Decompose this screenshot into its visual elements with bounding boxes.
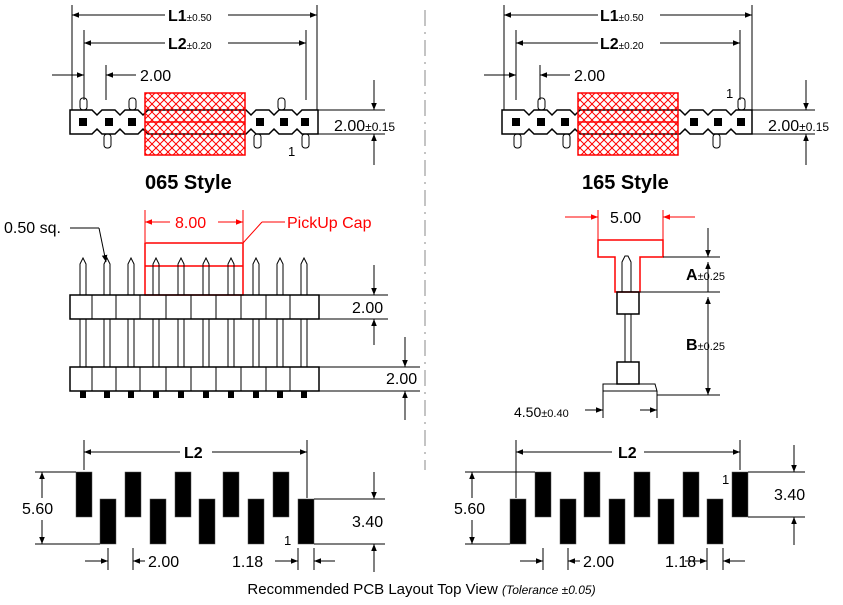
bottom-left-l2-label: L2 bbox=[184, 445, 203, 462]
middle-left-dim-lower: 2.00 bbox=[386, 371, 417, 388]
cap-width-label: 8.00 bbox=[175, 215, 206, 232]
bottom-left-pad-width: 1.18 bbox=[232, 554, 263, 571]
bottom-right-pad-height: 3.40 bbox=[774, 487, 805, 504]
bottom-right-pin-one: 1 bbox=[722, 472, 729, 487]
bottom-right-pad-width: 1.18 bbox=[665, 554, 696, 571]
top-left-pin-one: 1 bbox=[288, 144, 295, 159]
top-right-l2-label: L2±0.20 bbox=[600, 36, 644, 53]
bottom-left-pcb-layout bbox=[35, 440, 385, 572]
top-left-l2-label: L2±0.20 bbox=[168, 36, 212, 53]
dim-a-label: A±0.25 bbox=[686, 267, 725, 284]
top-left-pitch-label: 2.00 bbox=[140, 68, 171, 85]
top-right-pitch-label: 2.00 bbox=[574, 68, 605, 85]
style-label-065: 065 Style bbox=[145, 172, 232, 194]
style-label-165: 165 Style bbox=[582, 172, 669, 194]
bottom-left-pitch: 2.00 bbox=[148, 554, 179, 571]
top-left-height-label: 2.00±0.15 bbox=[334, 118, 395, 135]
bottom-left-row-span: 5.60 bbox=[22, 501, 53, 518]
bottom-right-l2-label: L2 bbox=[618, 445, 637, 462]
caption-main: Recommended PCB Layout Top View bbox=[247, 581, 498, 598]
top-left-view bbox=[52, 5, 385, 165]
cap-width-165-label: 5.00 bbox=[610, 210, 641, 227]
bottom-right-row-span: 5.60 bbox=[454, 501, 485, 518]
top-left-l1-label: L1±0.50 bbox=[168, 8, 212, 25]
bottom-left-pad-height: 3.40 bbox=[352, 514, 383, 531]
middle-left-side-view bbox=[69, 210, 420, 420]
bottom-left-pin-one: 1 bbox=[284, 533, 291, 548]
middle-left-dim-upper: 2.00 bbox=[352, 300, 383, 317]
foot-width-label: 4.50±0.40 bbox=[514, 404, 569, 420]
dim-b-label: B±0.25 bbox=[686, 337, 725, 354]
pickup-cap-label: PickUp Cap bbox=[287, 215, 372, 232]
top-right-height-label: 2.00±0.15 bbox=[768, 118, 829, 135]
top-right-view bbox=[484, 5, 815, 165]
pin-size-label: 0.50 sq. bbox=[4, 220, 61, 237]
middle-right-side-view bbox=[565, 210, 720, 418]
top-right-l1-label: L1±0.50 bbox=[600, 8, 644, 25]
bottom-right-pitch: 2.00 bbox=[583, 554, 614, 571]
top-right-pin-one: 1 bbox=[726, 86, 733, 101]
caption-tolerance: (Tolerance ±0.05) bbox=[502, 583, 596, 597]
figure-caption: Recommended PCB Layout Top View (Toleran… bbox=[0, 581, 843, 598]
bottom-right-pcb-layout bbox=[465, 440, 805, 570]
